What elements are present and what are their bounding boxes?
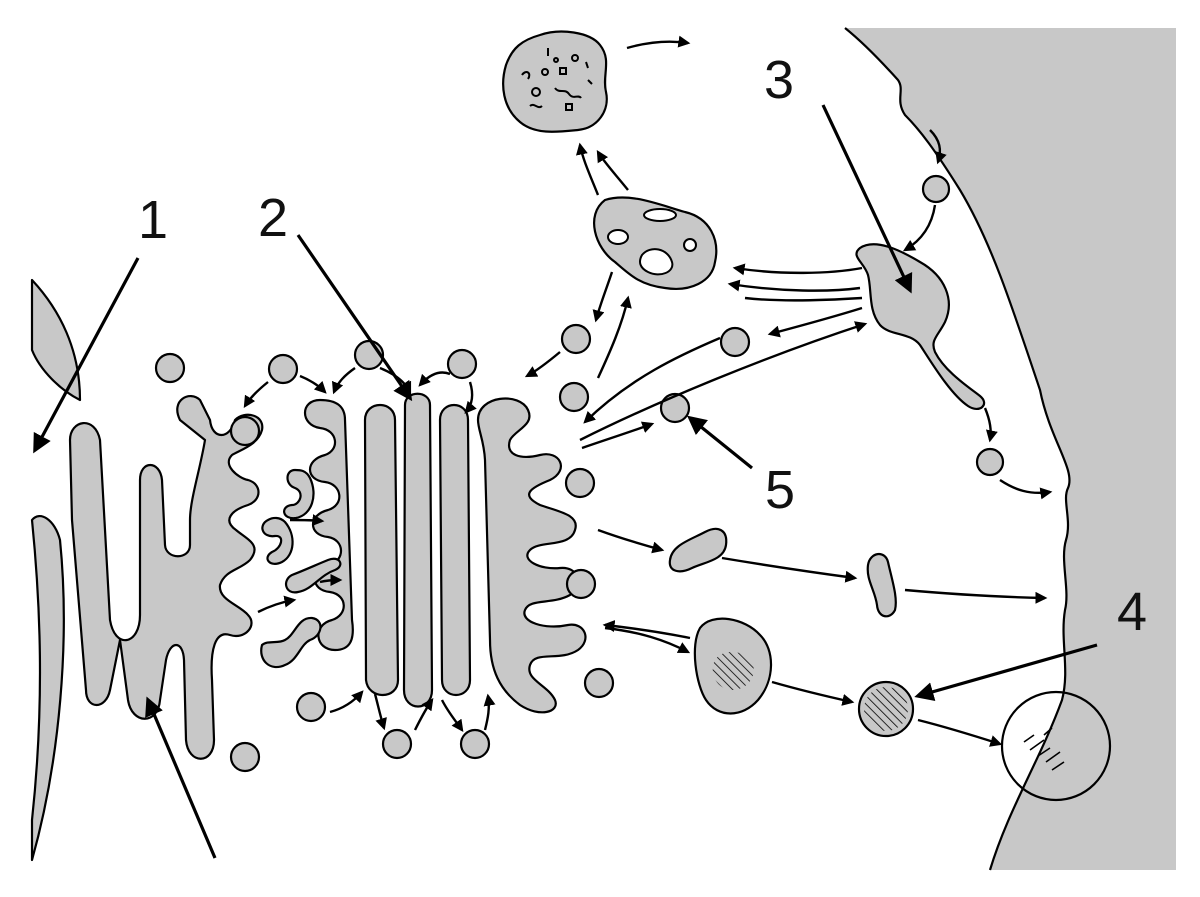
vesicle xyxy=(560,323,592,355)
secretory-tubules xyxy=(668,527,897,618)
vesicle xyxy=(719,326,751,358)
number-labels: 1 2 3 4 5 xyxy=(138,50,1147,642)
pointer-5 xyxy=(687,415,754,470)
endocytic-organelle xyxy=(855,243,986,411)
label-3: 3 xyxy=(764,50,794,110)
vesicle xyxy=(295,691,327,723)
vesicle xyxy=(564,467,596,499)
secretory-granules xyxy=(693,617,1112,802)
vesicle xyxy=(229,741,261,773)
vesicle xyxy=(558,381,590,413)
vesicle xyxy=(154,352,186,384)
pointer-1 xyxy=(33,257,140,454)
pointer-1-lower xyxy=(145,696,217,859)
vesicle xyxy=(446,348,478,380)
label-1: 1 xyxy=(138,190,168,250)
nuclear-envelope xyxy=(30,278,82,862)
pointer-2 xyxy=(296,234,413,402)
vesicle xyxy=(229,415,261,447)
endosome xyxy=(593,196,718,290)
transport-arrows xyxy=(243,35,1053,747)
exocytosed-content xyxy=(1023,727,1065,771)
vesicles xyxy=(154,174,1005,773)
lysosome xyxy=(502,30,608,133)
golgi-apparatus xyxy=(304,392,587,714)
vesicle xyxy=(381,728,413,760)
transport-tubules xyxy=(260,468,342,669)
label-5: 5 xyxy=(765,460,795,520)
lysosome-debris xyxy=(521,48,593,111)
label-4: 4 xyxy=(1117,582,1147,642)
vesicle xyxy=(565,568,597,600)
pointer-3 xyxy=(821,104,913,294)
vesicle xyxy=(583,667,615,699)
vesicle xyxy=(975,447,1005,477)
vesicle xyxy=(921,174,951,204)
vesicle-5 xyxy=(659,392,691,424)
vesicle xyxy=(267,353,299,385)
plasma-membrane xyxy=(844,27,1176,871)
vesicle xyxy=(459,728,491,760)
label-2: 2 xyxy=(258,188,288,248)
endoplasmic-reticulum xyxy=(68,395,264,760)
pointer-4 xyxy=(914,643,1098,702)
label-pointers xyxy=(33,104,1098,859)
